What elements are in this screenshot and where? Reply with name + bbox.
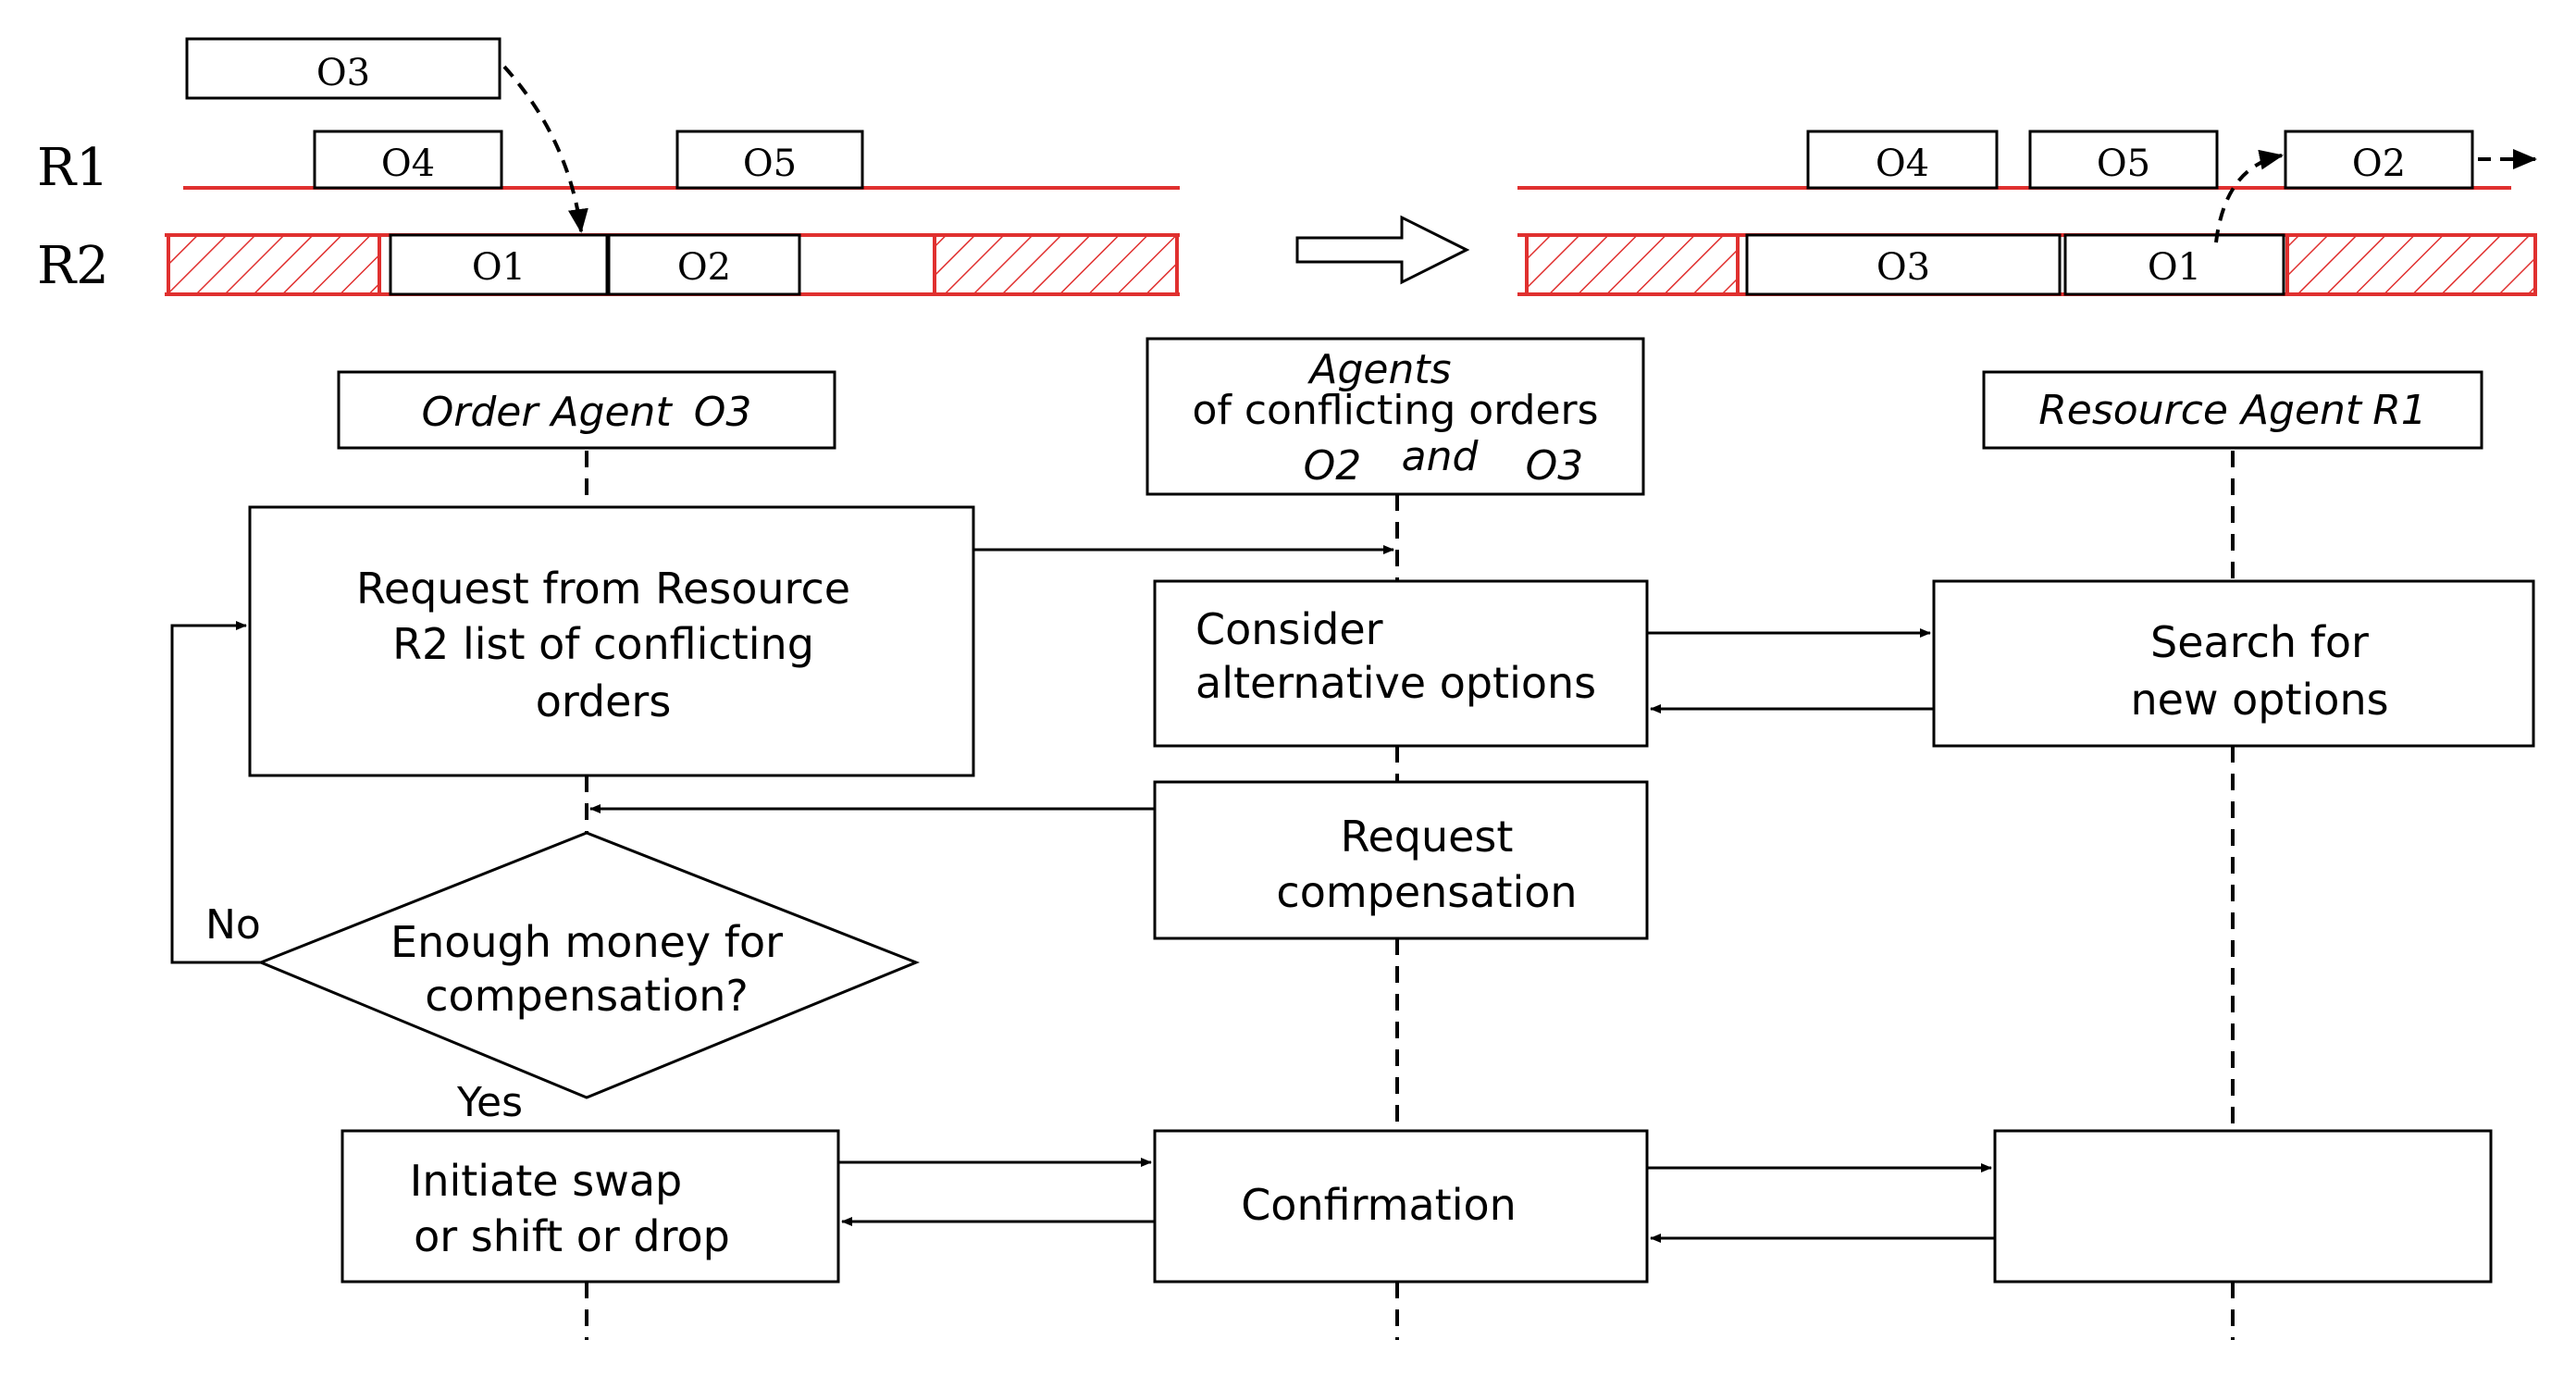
decision-text: compensation? — [425, 971, 749, 1021]
step-request-compensation: Request compensation — [1153, 780, 1649, 940]
order-block-o2-after: O2 — [2284, 130, 2474, 190]
step-text: Consider — [1195, 604, 1383, 654]
order-o1-label: O1 — [2148, 246, 2201, 289]
lane-header-conflicting-agents: Agents of conflicting orders O2 and O3 — [1146, 337, 1645, 496]
lane-header-order-agent: Order Agent O3 — [337, 370, 836, 450]
order-o4-label: O4 — [381, 143, 435, 185]
step-text: Search for — [2150, 617, 2369, 667]
order-o4-label: O4 — [1876, 143, 1929, 185]
resource-label-r1: R1 — [37, 138, 109, 198]
order-agent-label: Order Agent — [422, 389, 674, 436]
r2-blocked-right-after — [2285, 233, 2537, 296]
move-arrow-o3 — [502, 65, 588, 233]
order-o2-label: O2 — [677, 246, 731, 289]
order-agent-header-text: Order Agent O3 — [422, 389, 752, 436]
step-text: orders — [536, 676, 672, 726]
step-text: compensation — [1276, 867, 1577, 917]
r2-blocked-left-before — [167, 233, 381, 296]
conflicting-agents-o3: O3 — [1526, 442, 1584, 490]
step-initiate-swap: Initiate swap or shift or drop — [341, 1129, 840, 1284]
step-text: Request — [1341, 812, 1514, 862]
order-block-o5-after: O5 — [2028, 130, 2219, 190]
order-o5-label: O5 — [743, 143, 797, 185]
order-o2-label: O2 — [2352, 143, 2406, 185]
resource-label-r2: R2 — [37, 236, 109, 296]
resource-agent-label: Resource Agent — [2038, 387, 2363, 434]
order-block-o2-before: O2 — [607, 233, 801, 296]
step-text: Initiate swap — [410, 1156, 682, 1206]
transition-arrow-icon — [1295, 215, 1470, 285]
order-block-o3-floating: O3 — [185, 37, 502, 100]
step-consider-alternatives: Consider alternative options — [1153, 579, 1649, 748]
order-o5-label: O5 — [2097, 143, 2150, 185]
step-request-resource: Request from Resource R2 list of conflic… — [248, 505, 975, 777]
move-arrow-o2-in — [2214, 149, 2284, 243]
order-o1-label: O1 — [472, 246, 526, 289]
order-block-o4-after: O4 — [1806, 130, 1999, 190]
order-block-o5-before: O5 — [675, 130, 864, 190]
decision-no-label: No — [205, 901, 261, 949]
step-text: Confirmation — [1241, 1180, 1517, 1230]
r2-blocked-right-before — [933, 233, 1179, 296]
order-block-o1-before: O1 — [389, 233, 609, 296]
order-o3-label: O3 — [316, 52, 370, 94]
step-text: Request from Resource — [356, 564, 850, 614]
order-o3-label: O3 — [1876, 246, 1930, 289]
decision-text: Enough money for — [390, 917, 783, 967]
step-resource-empty — [1993, 1129, 2493, 1284]
resource-agent-id: R1 — [2372, 387, 2427, 434]
order-block-o3-after: O3 — [1745, 233, 2062, 296]
step-search-options: Search for new options — [1932, 579, 2535, 748]
decision-yes-label: Yes — [456, 1079, 523, 1126]
conflicting-agents-line2: of conflicting orders — [1192, 387, 1598, 434]
arrow-no-loop — [170, 621, 261, 964]
order-block-o4-before: O4 — [313, 130, 503, 190]
order-block-o1-after: O1 — [2063, 233, 2285, 296]
conflicting-agents-and: and — [1402, 433, 1480, 480]
conflicting-agents-line1: Agents — [1307, 346, 1451, 393]
step-text: new options — [2130, 675, 2388, 725]
step-text: or shift or drop — [414, 1211, 730, 1261]
step-text: alternative options — [1195, 658, 1596, 708]
decision-enough-money: Enough money for compensation? — [257, 831, 921, 1099]
order-agent-id: O3 — [694, 389, 752, 436]
step-text: R2 list of conflicting — [392, 619, 814, 669]
step-confirmation: Confirmation — [1153, 1129, 1649, 1284]
r2-blocked-left-after — [1525, 233, 1740, 296]
conflicting-agents-o2: O2 — [1304, 442, 1362, 490]
